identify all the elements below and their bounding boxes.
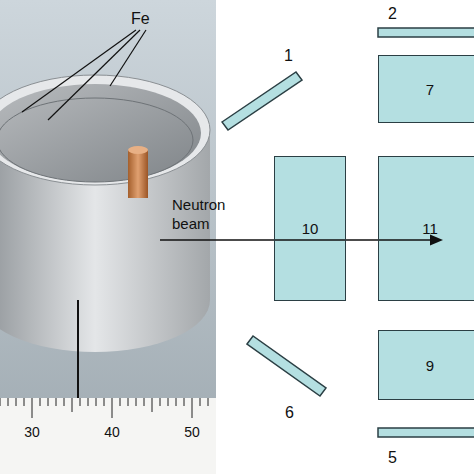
detector-plate xyxy=(378,28,474,37)
detector-plate xyxy=(247,336,326,396)
beam-line xyxy=(160,239,432,240)
ruler-tick xyxy=(96,398,97,406)
ruler-tick xyxy=(16,398,17,406)
block-number: 9 xyxy=(426,357,434,374)
callout-number: 5 xyxy=(388,448,397,468)
detector-block: 11 xyxy=(378,156,474,301)
ruler-tick xyxy=(0,398,1,406)
ruler-tick xyxy=(88,398,89,406)
box-fill xyxy=(378,330,474,400)
leader-line xyxy=(22,30,136,112)
ruler-tick xyxy=(144,398,145,406)
copper-rod xyxy=(128,150,148,198)
ruler xyxy=(0,398,216,474)
box-fill xyxy=(274,156,346,301)
ruler-tick xyxy=(56,398,57,406)
ruler-tick xyxy=(64,398,65,406)
detector-block: 9 xyxy=(378,330,474,400)
ruler-tick xyxy=(192,398,193,418)
leader-line xyxy=(110,30,146,86)
fe-layer xyxy=(0,98,193,182)
ruler-tick xyxy=(80,398,81,406)
ruler-number: 40 xyxy=(104,424,120,442)
ruler-tick xyxy=(40,398,41,406)
detector-block: 7 xyxy=(378,55,474,123)
ruler-tick xyxy=(104,398,105,406)
ruler-tick xyxy=(120,398,121,406)
ruler-tick xyxy=(8,398,9,406)
callout-number: 1 xyxy=(284,46,293,66)
ruler-tick xyxy=(208,398,209,406)
ruler-ticks xyxy=(0,398,208,418)
callout-number: 2 xyxy=(388,4,397,24)
block-number: 10 xyxy=(302,220,319,237)
ruler-tick xyxy=(160,398,161,406)
plates xyxy=(222,28,474,437)
ruler-tick xyxy=(48,398,49,406)
ruler-tick xyxy=(128,398,129,406)
detector-fills xyxy=(274,55,474,400)
ruler-number: 50 xyxy=(184,424,200,442)
ruler-tick xyxy=(32,398,33,418)
block-number: 7 xyxy=(426,81,434,98)
ruler-tick xyxy=(168,398,169,406)
callout-number: 6 xyxy=(285,403,294,423)
wire xyxy=(77,300,79,408)
leader-line xyxy=(48,30,140,120)
ruler-tick xyxy=(200,398,201,406)
ruler-tick xyxy=(72,398,73,412)
detector-block: 10 xyxy=(274,156,346,301)
box-fill xyxy=(378,156,474,301)
ruler-tick xyxy=(136,398,137,406)
ruler-number: 30 xyxy=(24,424,40,442)
ruler-tick xyxy=(176,398,177,406)
beam-arrow xyxy=(160,235,443,246)
block-number: 11 xyxy=(422,220,438,237)
ruler-tick xyxy=(152,398,153,412)
copper-rod-top xyxy=(128,146,148,154)
callout-number: Fe xyxy=(131,9,150,29)
cylinder-rim xyxy=(0,75,210,185)
ruler-tick xyxy=(184,398,185,406)
sample-photo xyxy=(0,0,216,474)
cylinder-inside xyxy=(0,84,201,182)
detector-plate xyxy=(378,428,474,437)
box-fill xyxy=(378,55,474,123)
beam-label: Neutron beam xyxy=(172,196,248,234)
detector-plate xyxy=(222,72,302,130)
ruler-tick xyxy=(112,398,113,418)
ruler-tick xyxy=(24,398,25,406)
